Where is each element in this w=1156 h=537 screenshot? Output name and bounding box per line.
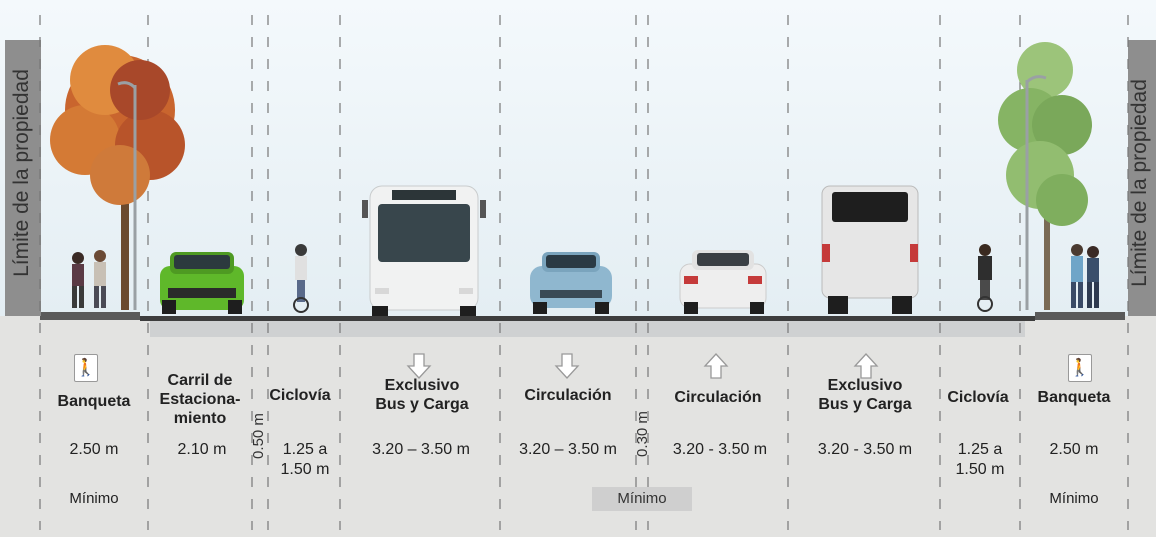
lane-name-parking: Carril de Estaciona- miento — [148, 371, 252, 428]
lane-name-parking-line1: Carril de — [167, 372, 233, 389]
property-limit-post-right — [1128, 40, 1156, 316]
width-banqueta-right: 2.50 m — [1049, 441, 1099, 458]
property-limit-label-right: Límite de la propiedad — [1128, 79, 1151, 287]
car-white — [679, 250, 767, 314]
lane-name-parking-line2: Estaciona- — [159, 391, 241, 408]
property-limit-post-left — [5, 40, 41, 316]
width-ciclovia-right: 1.25 a 1.50 m — [940, 440, 1020, 480]
lane-name-circulacion-left: Circulación — [524, 387, 612, 404]
width-ciclovia-left: 1.25 a 1.50 m — [270, 440, 340, 480]
cyclist-left — [293, 244, 309, 313]
buffer-dimension: 0.50 m — [250, 413, 267, 459]
property-limit-label-left: Límite de la propiedad — [10, 69, 33, 277]
road-bed — [150, 321, 1025, 337]
tree-right — [998, 42, 1092, 310]
width-ciclovia-left-line1: 1.25 a — [282, 441, 328, 458]
minimum-note-left: Mínimo — [69, 490, 119, 507]
lane-name-banqueta-right: Banqueta — [1037, 389, 1111, 406]
lane-name-circulacion-right: Circulación — [674, 389, 762, 406]
width-ciclovia-right-line1: 1.25 a — [957, 441, 1003, 458]
down-arrow-icon — [406, 353, 432, 379]
lane-name-bus-left-line2: Bus y Carga — [375, 396, 469, 413]
pedestrians-left — [72, 250, 106, 308]
minimum-note-center: Mínimo — [592, 487, 692, 511]
right-sidewalk — [1035, 312, 1125, 320]
lane-name-ciclovia-left: Ciclovía — [269, 387, 331, 404]
width-bus-left: 3.20 – 3.50 m — [372, 441, 470, 458]
lane-name-bus-left: Exclusivo Bus y Carga — [348, 376, 496, 414]
bus — [362, 185, 486, 316]
pedestrian-icon-left: 🚶 — [74, 354, 98, 382]
parked-car — [160, 252, 244, 314]
minimum-note-right: Mínimo — [1049, 490, 1099, 507]
lane-name-bus-right-line1: Exclusivo — [827, 377, 903, 394]
left-sidewalk — [40, 312, 140, 320]
width-ciclovia-left-line2: 1.50 m — [280, 461, 330, 478]
width-bus-right: 3.20 - 3.50 m — [817, 441, 913, 458]
width-parking: 2.10 m — [177, 441, 227, 458]
width-banqueta-left: 2.50 m — [69, 441, 119, 458]
cyclist-right — [977, 244, 993, 312]
pedestrian-icon-right: 🚶 — [1068, 354, 1092, 382]
ground — [0, 316, 1156, 537]
car-blue — [530, 252, 612, 314]
cargo-truck — [821, 185, 919, 314]
up-arrow-icon — [853, 353, 879, 379]
road-surface — [140, 316, 1035, 321]
width-ciclovia-right-line2: 1.50 m — [955, 461, 1005, 478]
lane-name-ciclovia-right: Ciclovía — [947, 389, 1009, 406]
width-circulacion-left: 3.20 – 3.50 m — [519, 441, 617, 458]
tree-left — [50, 45, 185, 310]
street-lamp-left — [117, 81, 137, 310]
lane-name-banqueta-left: Banqueta — [57, 393, 131, 410]
lane-name-bus-right-line2: Bus y Carga — [818, 396, 912, 413]
down-arrow-icon — [554, 353, 580, 379]
lane-name-parking-line3: miento — [173, 410, 227, 427]
street-lamp-right — [1025, 75, 1047, 310]
pedestrians-right — [1071, 244, 1099, 308]
up-arrow-icon — [703, 353, 729, 379]
width-circulacion-right: 3.20 - 3.50 m — [672, 441, 768, 458]
lane-name-bus-right: Exclusivo Bus y Carga — [790, 376, 940, 414]
lane-name-bus-left-line1: Exclusivo — [384, 377, 460, 394]
median-dimension: 0.30 m — [634, 411, 651, 457]
